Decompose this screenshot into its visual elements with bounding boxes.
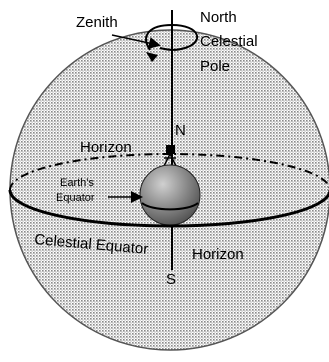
north-label: N xyxy=(175,122,186,139)
pole-rotation-arrow xyxy=(146,52,158,62)
horizon-right-label: Horizon xyxy=(192,246,244,263)
zenith-label: Zenith xyxy=(76,14,118,31)
observer-marker xyxy=(166,145,175,154)
pole-rotation-loop xyxy=(145,23,199,51)
zenith-pointer xyxy=(111,34,161,49)
earths-equator-label-line1: Earth's xyxy=(60,177,94,189)
north-celestial-pole-label-line2: Celestial xyxy=(200,33,258,50)
earths-equator-label-line2: Equator xyxy=(56,192,95,204)
observer-figure xyxy=(163,153,177,167)
earth-equator-line xyxy=(141,202,199,211)
earth-globe xyxy=(139,164,201,226)
north-celestial-pole-label-line3: Pole xyxy=(200,58,230,75)
north-celestial-pole-label-line1: North xyxy=(200,9,237,26)
south-label: S xyxy=(166,271,176,288)
horizon-left-label: Horizon xyxy=(80,139,132,156)
celestial-equator-front xyxy=(8,189,329,228)
